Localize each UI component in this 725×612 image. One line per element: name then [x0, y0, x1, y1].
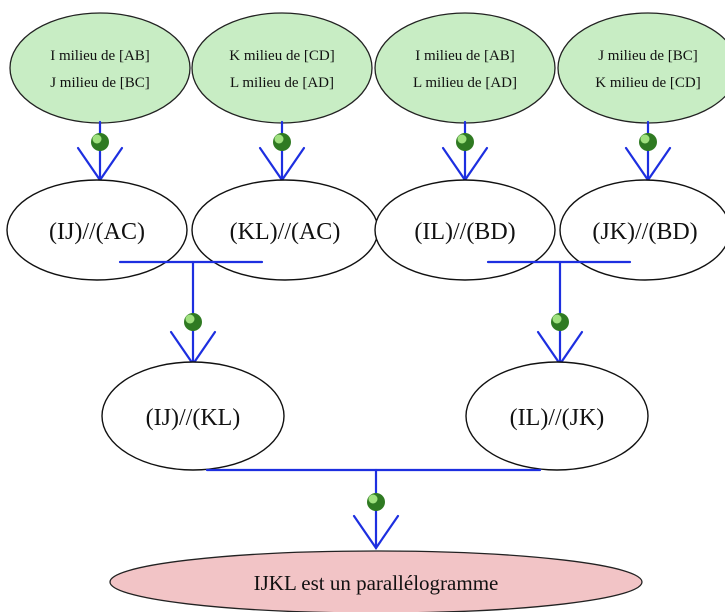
- level1-label-4: (JK)//(BD): [592, 219, 697, 245]
- premise-3-line-1: I milieu de [AB]: [415, 48, 515, 64]
- level1-node-2: (KL)//(AC): [191, 179, 379, 281]
- connector-premise-2: [258, 120, 306, 182]
- level2-label-2: (IL)//(JK): [510, 405, 605, 431]
- level1-node-3: (IL)//(BD): [374, 179, 556, 281]
- bullet-icon: [456, 133, 474, 151]
- bullet-icon: [184, 313, 202, 331]
- level2-node-1: (IJ)//(KL): [101, 361, 285, 471]
- level2-node-2: (IL)//(JK): [465, 361, 649, 471]
- bullet-icon: [273, 133, 291, 151]
- connector-premise-1: [76, 120, 124, 182]
- premise-2-line-2: L milieu de [AD]: [230, 75, 334, 91]
- bullet-icon: [367, 493, 385, 511]
- premise-4-line-2: K milieu de [CD]: [595, 75, 700, 91]
- bullet-icon: [91, 133, 109, 151]
- premise-3-line-2: L milieu de [AD]: [413, 75, 517, 91]
- premise-4-line-1: J milieu de [BC]: [598, 48, 698, 64]
- level2-label-1: (IJ)//(KL): [146, 405, 241, 431]
- conclusion-node: IJKL est un parallélogramme: [109, 550, 643, 612]
- connector-level2: [205, 468, 542, 550]
- connector-premise-3: [441, 120, 489, 182]
- level1-label-2: (KL)//(AC): [230, 219, 341, 245]
- level1-label-3: (IL)//(BD): [414, 219, 515, 245]
- level1-label-1: (IJ)//(AC): [49, 219, 145, 245]
- bullet-icon: [639, 133, 657, 151]
- level1-node-1: (IJ)//(AC): [6, 179, 188, 281]
- level1-node-4: (JK)//(BD): [559, 179, 725, 281]
- premise-1-line-1: I milieu de [AB]: [50, 48, 150, 64]
- premise-1-line-2: J milieu de [BC]: [50, 75, 150, 91]
- connector-level1-right: [486, 260, 632, 366]
- premise-node-1: I milieu de [AB] J milieu de [BC]: [9, 12, 191, 124]
- connector-premise-4: [624, 120, 672, 182]
- connector-level1-left: [118, 260, 264, 366]
- premise-node-3: I milieu de [AB] L milieu de [AD]: [374, 12, 556, 124]
- conclusion-label: IJKL est un parallélogramme: [254, 571, 499, 595]
- premise-2-line-1: K milieu de [CD]: [229, 48, 334, 64]
- bullet-icon: [551, 313, 569, 331]
- premise-node-4: J milieu de [BC] K milieu de [CD]: [557, 12, 725, 124]
- premise-node-2: K milieu de [CD] L milieu de [AD]: [191, 12, 373, 124]
